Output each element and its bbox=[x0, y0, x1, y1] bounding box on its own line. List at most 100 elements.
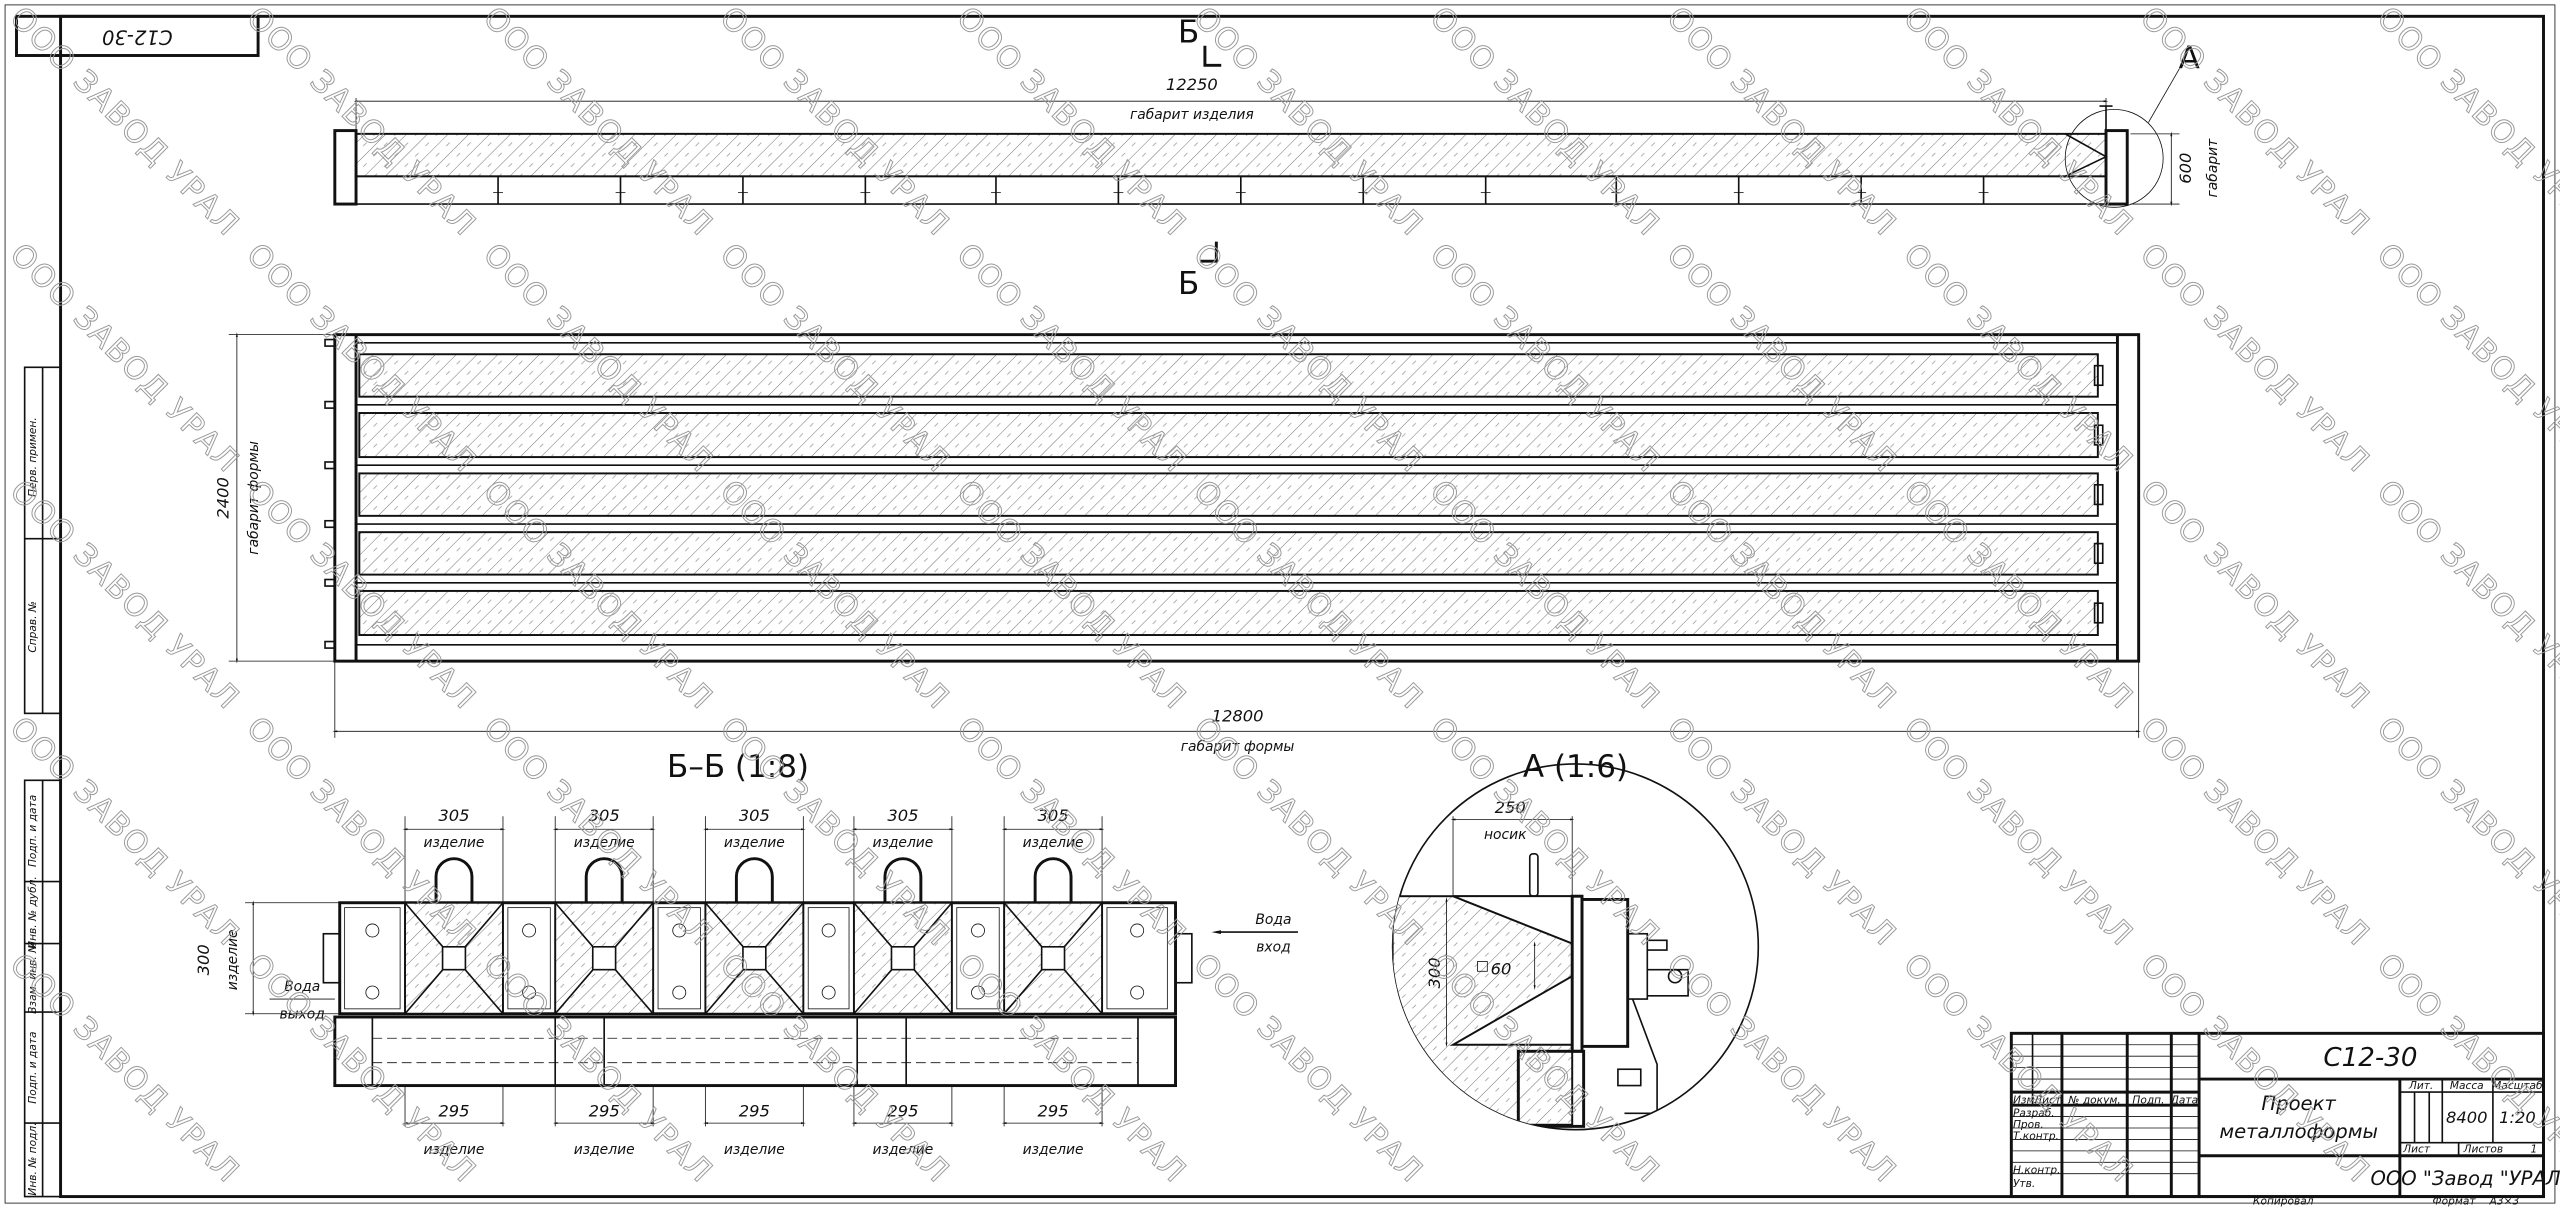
water-channel bbox=[507, 907, 551, 1010]
strip-end-clamp bbox=[2093, 542, 2104, 565]
watermark-text: ООО ЗАВОД УРАЛ bbox=[1660, 0, 1904, 244]
top-dimension-label: изделие bbox=[424, 835, 485, 851]
top-dimension: 305 bbox=[589, 806, 620, 825]
section-height-dimension: 300 bbox=[194, 944, 213, 975]
strip-end-clamp bbox=[2093, 364, 2104, 387]
watermark-text: ООО ЗАВОД УРАЛ bbox=[1423, 0, 1667, 244]
detail-a-callout-circle bbox=[2064, 108, 2164, 208]
bottom-dimension: 295 bbox=[1038, 1102, 1069, 1121]
core-diagonals bbox=[1003, 902, 1103, 1015]
channel-hole bbox=[821, 985, 836, 1000]
side-elevation-view: 12250 габарит изделия 600 габарит А Б Б bbox=[333, 14, 2221, 302]
lifting-loop bbox=[883, 857, 923, 903]
section-title: Б–Б (1:8) bbox=[667, 749, 809, 785]
side-cell-label: Справ. № bbox=[26, 601, 39, 653]
tb-sheet-label: Лист bbox=[2402, 1142, 2431, 1155]
concrete-strip bbox=[358, 353, 2099, 398]
detail-width-label: носик bbox=[1484, 827, 1527, 843]
core-void bbox=[742, 945, 767, 971]
plan-view: 2400 габарит формы 12800 габарит формы bbox=[214, 332, 2142, 755]
tb-role: Утв. bbox=[2013, 1177, 2035, 1190]
side-latch bbox=[324, 461, 336, 470]
top-dimension: 305 bbox=[438, 806, 469, 825]
side-latch bbox=[324, 578, 336, 587]
channel-hole bbox=[821, 923, 836, 938]
watermark-text: ООО ЗАВОД УРАЛ bbox=[2133, 236, 2377, 480]
tb-scale-label: Масштаб bbox=[2492, 1079, 2543, 1092]
tb-col-header: № докум. bbox=[2067, 1094, 2120, 1107]
watermark-text: ООО ЗАВОД УРАЛ bbox=[1896, 0, 2140, 244]
height-dimension: 600 bbox=[2176, 153, 2195, 184]
tb-col-header: Подп. bbox=[2132, 1094, 2164, 1107]
channel-hole bbox=[971, 923, 985, 938]
concrete-strip bbox=[358, 589, 2099, 636]
channel-hole bbox=[971, 985, 985, 1000]
section-mark-top: Б bbox=[1178, 14, 1199, 50]
detail-view-a: А (1:6) 250 носик 300 60 bbox=[1391, 749, 1760, 1131]
lifting-loop bbox=[584, 857, 624, 903]
core-diagonals bbox=[554, 902, 654, 1015]
core-void bbox=[1040, 945, 1066, 971]
concrete-strip bbox=[358, 472, 2099, 517]
tb-mass-label: Масса bbox=[2450, 1079, 2484, 1092]
tb-copied-label: Копировал bbox=[2253, 1195, 2314, 1208]
core-diagonals bbox=[704, 902, 804, 1015]
watermark-text: ООО ЗАВОД УРАЛ bbox=[3, 947, 247, 1191]
top-dimension: 305 bbox=[739, 806, 770, 825]
top-dimension-label: изделие bbox=[1023, 835, 1084, 851]
watermark-text: ООО ЗАВОД УРАЛ bbox=[2370, 710, 2560, 954]
tb-scale: 1:20 bbox=[2499, 1108, 2536, 1127]
channel-hole bbox=[672, 923, 687, 938]
watermark-text: ООО ЗАВОД УРАЛ bbox=[1660, 710, 1904, 954]
overall-length-label: габарит формы bbox=[1181, 739, 1295, 755]
tb-role: Н.контр. bbox=[2013, 1164, 2060, 1177]
water-channel bbox=[657, 907, 701, 1010]
watermark-text: ООО ЗАВОД УРАЛ bbox=[2370, 473, 2560, 717]
side-cell-label: Перв. примен. bbox=[26, 417, 39, 497]
side-latch bbox=[324, 640, 336, 649]
watermark-text: ООО ЗАВОД УРАЛ bbox=[2133, 473, 2377, 717]
watermark-text: ООО ЗАВОД УРАЛ bbox=[1896, 710, 2140, 954]
top-dimension-label: изделие bbox=[872, 835, 933, 851]
section-view-b-b: Б–Б (1:8) 305 изделие 295 изделие 305 изделие… bbox=[194, 749, 1298, 1158]
tb-designation: С12-30 bbox=[2323, 1043, 2417, 1073]
width-dimension: 2400 bbox=[214, 477, 233, 519]
bottom-dimension-label: изделие bbox=[872, 1142, 933, 1158]
watermark-text: ООО ЗАВОД УРАЛ bbox=[3, 710, 247, 954]
channel-hole bbox=[672, 985, 687, 1000]
tb-format-label: Формат bbox=[2432, 1195, 2476, 1208]
tb-role: Т.контр. bbox=[2013, 1129, 2059, 1142]
tb-lit-label: Лит. bbox=[2408, 1079, 2433, 1092]
width-dimension-label: габарит формы bbox=[246, 441, 262, 555]
top-dimension: 305 bbox=[1038, 806, 1069, 825]
core-void bbox=[441, 945, 467, 971]
watermark-text: ООО ЗАВОД УРАЛ bbox=[2133, 0, 2377, 244]
watermark-text: ООО ЗАВОД УРАЛ bbox=[1186, 947, 1430, 1191]
channel-hole bbox=[1130, 923, 1145, 938]
tb-role: Разраб. bbox=[2013, 1107, 2055, 1120]
channel-hole bbox=[365, 985, 380, 1000]
tb-col-header: Лист bbox=[2033, 1094, 2062, 1107]
left-side-table: Перв. примен. Справ. № Подп. и дата Инв.… bbox=[23, 366, 62, 1198]
core-diagonals bbox=[853, 902, 953, 1015]
water-channel bbox=[956, 907, 1000, 1010]
side-cell-label: Инв. № дубл. bbox=[26, 876, 39, 949]
top-dimension-label: изделие bbox=[724, 835, 785, 851]
sheet-outer-border bbox=[4, 4, 2556, 1204]
water-channel bbox=[344, 907, 401, 1010]
core-void bbox=[591, 945, 617, 971]
detail-height-dimension: 300 bbox=[1425, 957, 1444, 988]
tb-sheets: 1 bbox=[2530, 1142, 2537, 1155]
strip-end-clamp bbox=[2093, 484, 2104, 506]
tb-mass: 8400 bbox=[2446, 1108, 2488, 1127]
watermark-text: ООО ЗАВОД УРАЛ bbox=[3, 236, 247, 480]
side-cell-label: Подп. и дата bbox=[26, 795, 39, 867]
square-hole-symbol bbox=[1477, 961, 1488, 972]
watermark-text: ООО ЗАВОД УРАЛ bbox=[2370, 0, 2560, 244]
bottom-dimension-label: изделие bbox=[1023, 1142, 1084, 1158]
detail-mark-a: А bbox=[2179, 41, 2200, 77]
water-channel bbox=[807, 907, 850, 1010]
side-latch bbox=[324, 519, 336, 529]
bottom-dimension-label: изделие bbox=[724, 1142, 785, 1158]
